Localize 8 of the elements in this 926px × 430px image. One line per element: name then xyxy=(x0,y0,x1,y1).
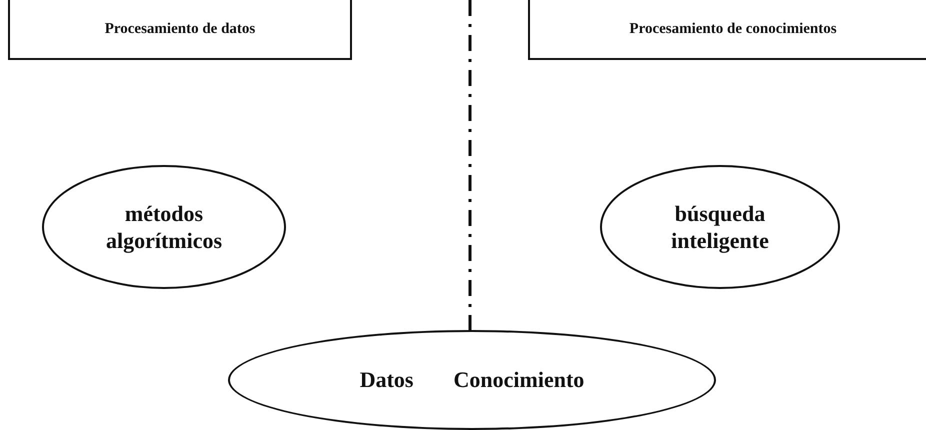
node-text: métodos algorítmicos xyxy=(104,200,224,254)
node-text: Conocimiento xyxy=(454,366,584,394)
node-text: búsqueda inteligente xyxy=(670,200,770,254)
process-box xyxy=(528,0,926,60)
node-text: Procesamiento de conocimientos xyxy=(629,20,837,38)
node-text: Procesamiento de datos xyxy=(104,20,256,38)
node-text: Datos xyxy=(360,366,414,394)
process-box xyxy=(8,0,352,60)
